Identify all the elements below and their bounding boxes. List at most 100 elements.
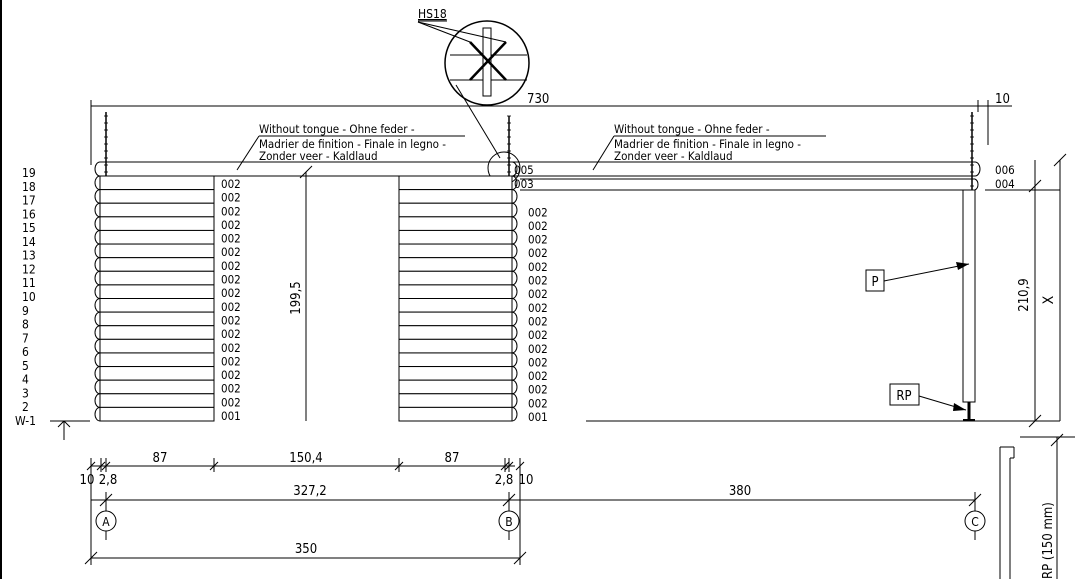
left-wall-log [99,257,215,272]
mid-wall-log [398,284,513,299]
mid-top-code: 005 [514,163,534,177]
log-end [511,393,518,408]
left-wall-log [99,229,215,245]
right-gap: 10 [995,92,1010,107]
log-end [94,161,101,177]
dim-2-8-left: 2,8 [99,473,118,488]
note-right-line3: Zonder veer - Kaldlaud [614,149,733,163]
log-end [511,366,518,381]
log-end [511,298,518,313]
post-tag: P [865,262,970,292]
log-end [94,229,101,245]
row-number: 8 [22,318,29,332]
mid-board-code: 002 [528,396,548,410]
row-number: 6 [22,345,29,359]
log-end [511,379,518,395]
row-number: 4 [22,373,29,387]
log-end [511,311,518,327]
right-sub-code: 004 [995,177,1015,191]
mid-wall-log [398,202,513,218]
row-number: 16 [22,207,36,221]
wall-height-dim: 199,5 [289,165,313,421]
mid-wall-log [398,189,513,204]
log-end [511,161,518,177]
x-dimension: X [1041,295,1057,304]
log-end [94,366,101,381]
rp-tag: RP [889,383,967,411]
left-board-code: 002 [221,300,241,314]
note-right: Without tongue - Ohne feder - Madrier de… [592,122,826,171]
left-board-code: 001 [221,409,241,423]
note-left: Without tongue - Ohne feder - Madrier de… [236,122,465,171]
axis-b: B [498,492,520,540]
left-wall-log [99,270,215,286]
mid-board-code: 002 [528,369,548,383]
left-wall-log [99,366,215,381]
row-number: 9 [22,304,29,318]
dim-slash [101,461,111,471]
row-number: 7 [22,331,29,345]
left-board-code: 002 [221,313,241,327]
dim-87-right: 87 [445,451,460,466]
log-end [94,284,101,299]
left-wall-log [99,243,215,259]
dim-150: 150,4 [289,451,322,466]
dim-slash [209,461,219,471]
mid-wall-log [398,175,513,191]
mid-board-code: 002 [528,233,548,247]
mid-wall-log [398,338,513,354]
row-number: 15 [22,221,36,235]
log-end [94,406,101,422]
mid-wall-log [398,393,513,408]
row-number: 17 [22,194,36,208]
log-end [511,175,518,191]
mid-board-code: 002 [528,205,548,219]
mid-board-code: 002 [528,287,548,301]
row-number: 18 [22,180,36,194]
log-end [94,338,101,354]
log-end [511,243,518,259]
detail-label: HS18 [418,7,447,21]
log-end [94,216,101,231]
log-end [511,270,518,286]
left-wall-log [99,175,215,191]
dim-slash [504,461,514,471]
dim-slash [500,461,510,471]
log-end [94,298,101,313]
row-number: 10 [22,290,36,304]
left-wall-log [99,284,215,299]
wall-height: 199,5 [289,281,304,314]
mid-board-code: 002 [528,219,548,233]
left-wall-log [99,379,215,395]
log-end [511,284,518,299]
dim-slash [86,461,96,471]
dim-87-left: 87 [153,451,168,466]
left-board-code: 002 [221,259,241,273]
top-boards [100,161,975,191]
left-wall-log [99,325,215,340]
dim-10-left: 10 [80,473,95,488]
note-left-line3: Zonder veer - Kaldlaud [259,149,378,163]
note-left-line1: Without tongue - Ohne feder - [259,122,415,136]
mid-wall-log [398,406,513,422]
post [962,189,976,421]
log-end [511,189,518,204]
log-end [94,311,101,327]
left-wall-log [99,311,215,327]
left-wall-log [99,202,215,218]
left-board-code: 002 [221,354,241,368]
mid-wall-log [398,298,513,313]
left-board-code: 002 [221,245,241,259]
mid-wall-log [398,270,513,286]
mid-wall-log [398,243,513,259]
mid-wall-log [398,325,513,340]
log-end [974,178,979,191]
left-board-code: 002 [221,395,241,409]
log-end [94,352,101,368]
row-number: 11 [22,276,36,290]
log-end [511,216,518,231]
log-end [974,161,981,177]
post-height: 210,9 [1017,278,1032,311]
side-label: RP (150 mm) [1041,502,1056,579]
